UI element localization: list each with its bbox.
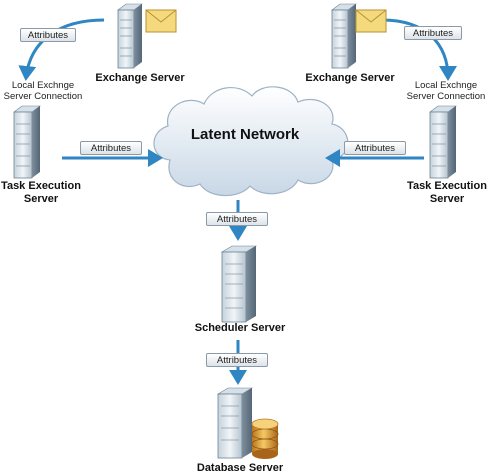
attributes-tag-exchange-right: Attributes [404,26,462,40]
attributes-tag-scheduler-to-database: Attributes [206,353,268,367]
task-right-label-line1: Task Execution [407,180,487,192]
local-connection-right-label: Local Exchnge Server Connection [402,80,490,102]
envelope-icon-right [355,9,387,33]
envelope-icon-left [145,9,177,33]
local-connection-right-line1: Local Exchnge [414,80,478,91]
task-right-label-line2: Server [429,193,465,205]
exchange-server-right-icon [331,3,357,69]
exchange-server-left-icon [117,3,143,69]
attributes-tag-exchange-left: Attributes [20,28,76,42]
local-connection-right-line2: Server Connection [406,91,486,102]
local-connection-left-line2: Server Connection [3,91,83,102]
local-connection-left-line1: Local Exchnge [11,80,75,91]
database-cylinder-icon [251,418,279,459]
task-left-label-line2: Server [23,193,59,205]
attributes-tag-network-to-scheduler: Attributes [206,212,268,226]
exchange-server-left-label: Exchange Server [95,72,185,84]
latent-network-cloud [153,86,349,197]
task-execution-server-right-label: Task Execution Server [404,180,490,206]
task-execution-server-left-label: Task Execution Server [0,180,82,206]
task-execution-server-left-icon [13,105,41,179]
attributes-tag-task-left: Attributes [80,141,142,155]
local-connection-left-label: Local Exchnge Server Connection [0,80,86,102]
scheduler-server-icon [220,245,258,323]
database-server-label: Database Server [196,462,284,474]
exchange-server-right-label: Exchange Server [305,72,395,84]
task-left-label-line1: Task Execution [1,180,81,192]
attributes-tag-task-right: Attributes [344,141,406,155]
database-server-icon [216,387,254,459]
scheduler-server-label: Scheduler Server [194,322,286,334]
network-label: Latent Network [190,126,300,143]
task-execution-server-right-icon [429,105,457,179]
